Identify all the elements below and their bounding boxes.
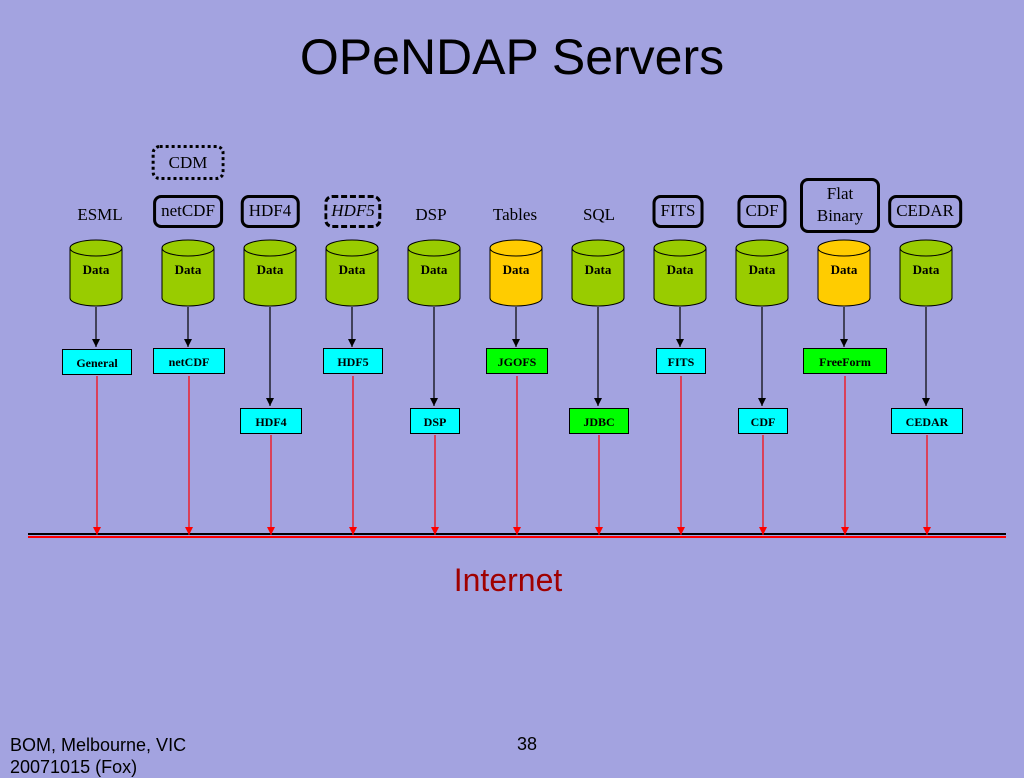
format-label-tables: Tables [492, 205, 538, 224]
footer-source: BOM, Melbourne, VIC 20071015 (Fox) [10, 734, 186, 778]
column-dsp: Data [407, 239, 461, 535]
cylinder-label-dsp: Data [421, 262, 448, 277]
column-hdf4: Data [243, 239, 297, 535]
column-hdf5: Data [325, 239, 379, 535]
cylinder-label-cedar: Data [913, 262, 940, 277]
column-fits: Data [653, 239, 707, 535]
handler-hdf5: HDF5 [323, 348, 383, 374]
handler-cdf: CDF [738, 408, 788, 434]
format-label-hdf4: HDF4 [240, 195, 300, 228]
slide-title: OPeNDAP Servers [299, 29, 725, 85]
format-label-hdf5: HDF5 [324, 195, 382, 228]
handler-dsp: DSP [410, 408, 460, 434]
page-number: 38 [517, 734, 538, 754]
format-label-flat-binary: Flat Binary [800, 178, 880, 233]
format-label-fits: FITS [652, 195, 704, 228]
handler-freeform: FreeForm [803, 348, 887, 374]
column-tables: Data [489, 239, 543, 535]
footer-line-1: BOM, Melbourne, VIC [10, 735, 187, 755]
cylinder-label-sql: Data [585, 262, 612, 277]
cylinder-label-hdf5: Data [339, 262, 366, 277]
footer-line-2: 20071015 (Fox) [10, 757, 138, 777]
column-cdf: Data [735, 239, 789, 535]
internet-label: Internet [453, 562, 563, 598]
handler-jdbc: JDBC [569, 408, 629, 434]
cylinder-label-esml: Data [83, 262, 110, 277]
handler-jgofs: JGOFS [486, 348, 548, 374]
cylinder-label-tables: Data [503, 262, 530, 277]
format-label-dsp: DSP [415, 205, 447, 224]
cylinder-label-hdf4: Data [257, 262, 284, 277]
column-esml: Data [69, 239, 123, 535]
column-cedar: Data [899, 239, 953, 535]
handler-general: General [62, 349, 132, 375]
column-sql: Data [571, 239, 625, 535]
column-flat-binary: Data [817, 239, 871, 535]
handler-cedar: CEDAR [891, 408, 963, 434]
format-label-esml: ESML [77, 205, 123, 224]
cylinder-label-fits: Data [667, 262, 694, 277]
cdm-label: CDM [151, 145, 225, 180]
format-label-cedar: CEDAR [888, 195, 962, 228]
handler-hdf4: HDF4 [240, 408, 302, 434]
format-label-netcdf: netCDF [153, 195, 223, 228]
handler-fits: FITS [656, 348, 706, 374]
cylinder-label-cdf: Data [749, 262, 776, 277]
handler-netcdf: netCDF [153, 348, 225, 374]
format-label-sql: SQL [582, 205, 616, 224]
cylinder-label-netcdf: Data [175, 262, 202, 277]
cylinder-label-flat-binary: Data [831, 262, 858, 277]
format-label-cdf: CDF [737, 195, 787, 228]
column-netcdf: Data [161, 239, 215, 535]
